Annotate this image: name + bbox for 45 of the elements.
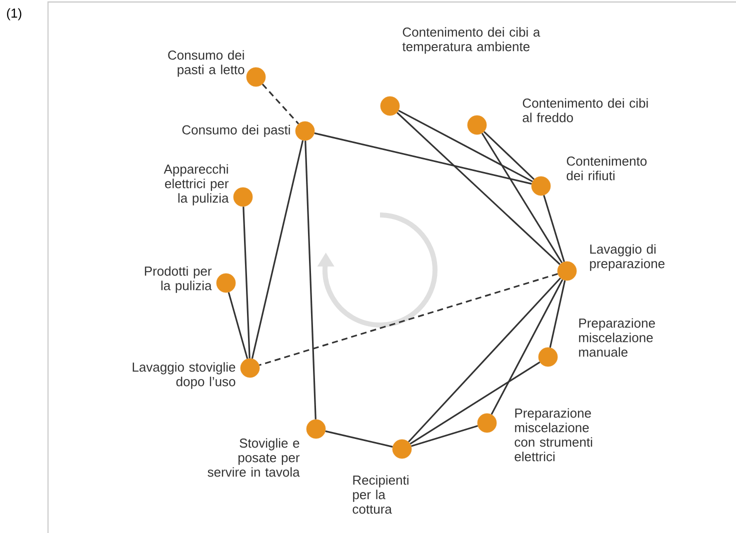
dot [246, 67, 266, 87]
connector [228, 292, 248, 359]
panel-number: (1) [7, 8, 22, 20]
node-label: Apparecchi elettrici per la pulizia [164, 164, 229, 206]
connector [242, 206, 250, 358]
dot [216, 273, 236, 293]
connector [314, 132, 532, 185]
node-label: Lavaggio stoviglie dopo l’uso [132, 362, 236, 389]
node-label: Stoviglie e posate per servire in tavola [208, 438, 300, 477]
connector [259, 273, 558, 366]
dot [380, 96, 400, 116]
connector [408, 278, 561, 442]
connector [325, 430, 393, 448]
node-label: Consumo dei pasti [182, 124, 290, 138]
dot [467, 115, 487, 135]
node-label: Contenimento dei cibi al freddo [522, 98, 648, 122]
dot [531, 176, 551, 196]
dot [538, 347, 558, 367]
dot [306, 419, 326, 439]
node-label: Lavaggio di preparazione [590, 244, 664, 271]
node-label: Contenimento dei rifiuti [566, 156, 647, 180]
dot [295, 121, 315, 141]
connector [251, 140, 304, 359]
dot [392, 439, 412, 459]
connector [398, 110, 533, 182]
dot [233, 187, 253, 207]
connector [543, 195, 565, 262]
dot [240, 358, 260, 378]
connector [549, 280, 566, 348]
connector [411, 425, 478, 447]
node-label: Preparazione miscelazione con strumenti elettrici [514, 408, 592, 462]
node-label: Consumo dei pasti a letto [168, 50, 244, 77]
node-label: Preparazione miscelazione manuale [579, 318, 655, 357]
connector [262, 84, 300, 124]
connector [410, 362, 540, 444]
node-label: Recipienti per la cottura [352, 475, 408, 514]
connector [481, 132, 563, 264]
node-label: Contenimento dei cibi a temperatura ambiente [402, 27, 540, 54]
dot [557, 261, 577, 281]
connector [490, 279, 564, 415]
connector [396, 112, 560, 265]
dot [477, 413, 497, 433]
connector [483, 131, 535, 180]
connector [304, 140, 316, 420]
node-label: Prodotti per la pulizia [144, 266, 212, 293]
